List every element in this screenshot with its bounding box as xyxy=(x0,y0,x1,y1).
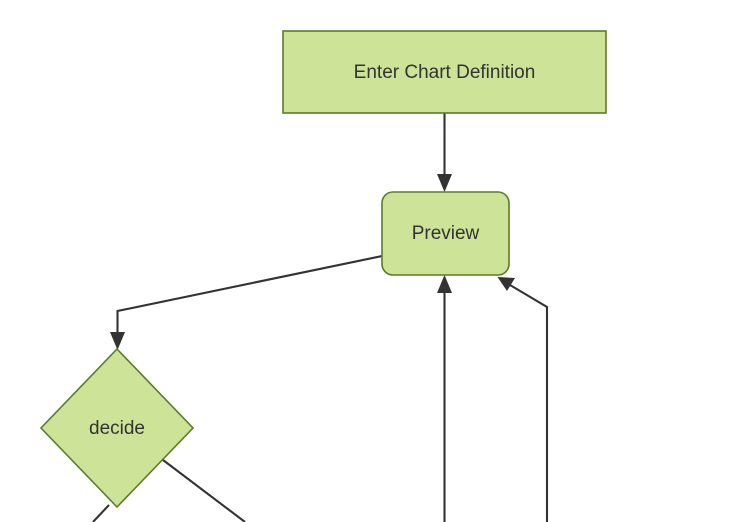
node-shape-rounded-rectangle[interactable] xyxy=(381,191,510,276)
edge-line xyxy=(504,281,549,522)
node-decide[interactable]: decide xyxy=(39,347,195,509)
arrowhead-icon xyxy=(110,332,125,350)
node-label-enter-chart-definition: Enter Chart Definition xyxy=(354,62,536,83)
edge-line xyxy=(116,254,383,341)
edge-line xyxy=(92,504,110,522)
node-shape-diamond[interactable] xyxy=(39,347,195,509)
node-shape-rectangle[interactable] xyxy=(282,30,607,114)
edge-return-right-to-preview xyxy=(497,277,549,522)
arrowhead-icon xyxy=(497,277,515,291)
edge-decide-right-out xyxy=(162,459,246,522)
node-label-preview: Preview xyxy=(412,223,480,244)
node-enter-chart-definition[interactable]: Enter Chart Definition xyxy=(282,30,607,114)
edge-return-center-to-preview xyxy=(437,275,452,522)
node-label-decide: decide xyxy=(89,418,145,439)
edge-line xyxy=(162,459,246,522)
edge-preview-to-decide xyxy=(110,254,383,350)
node-preview[interactable]: Preview xyxy=(381,191,510,276)
arrowhead-icon xyxy=(437,174,452,192)
edge-enter-to-preview xyxy=(437,113,452,192)
edge-decide-bottom-out xyxy=(92,504,110,522)
arrowhead-icon xyxy=(437,275,452,293)
